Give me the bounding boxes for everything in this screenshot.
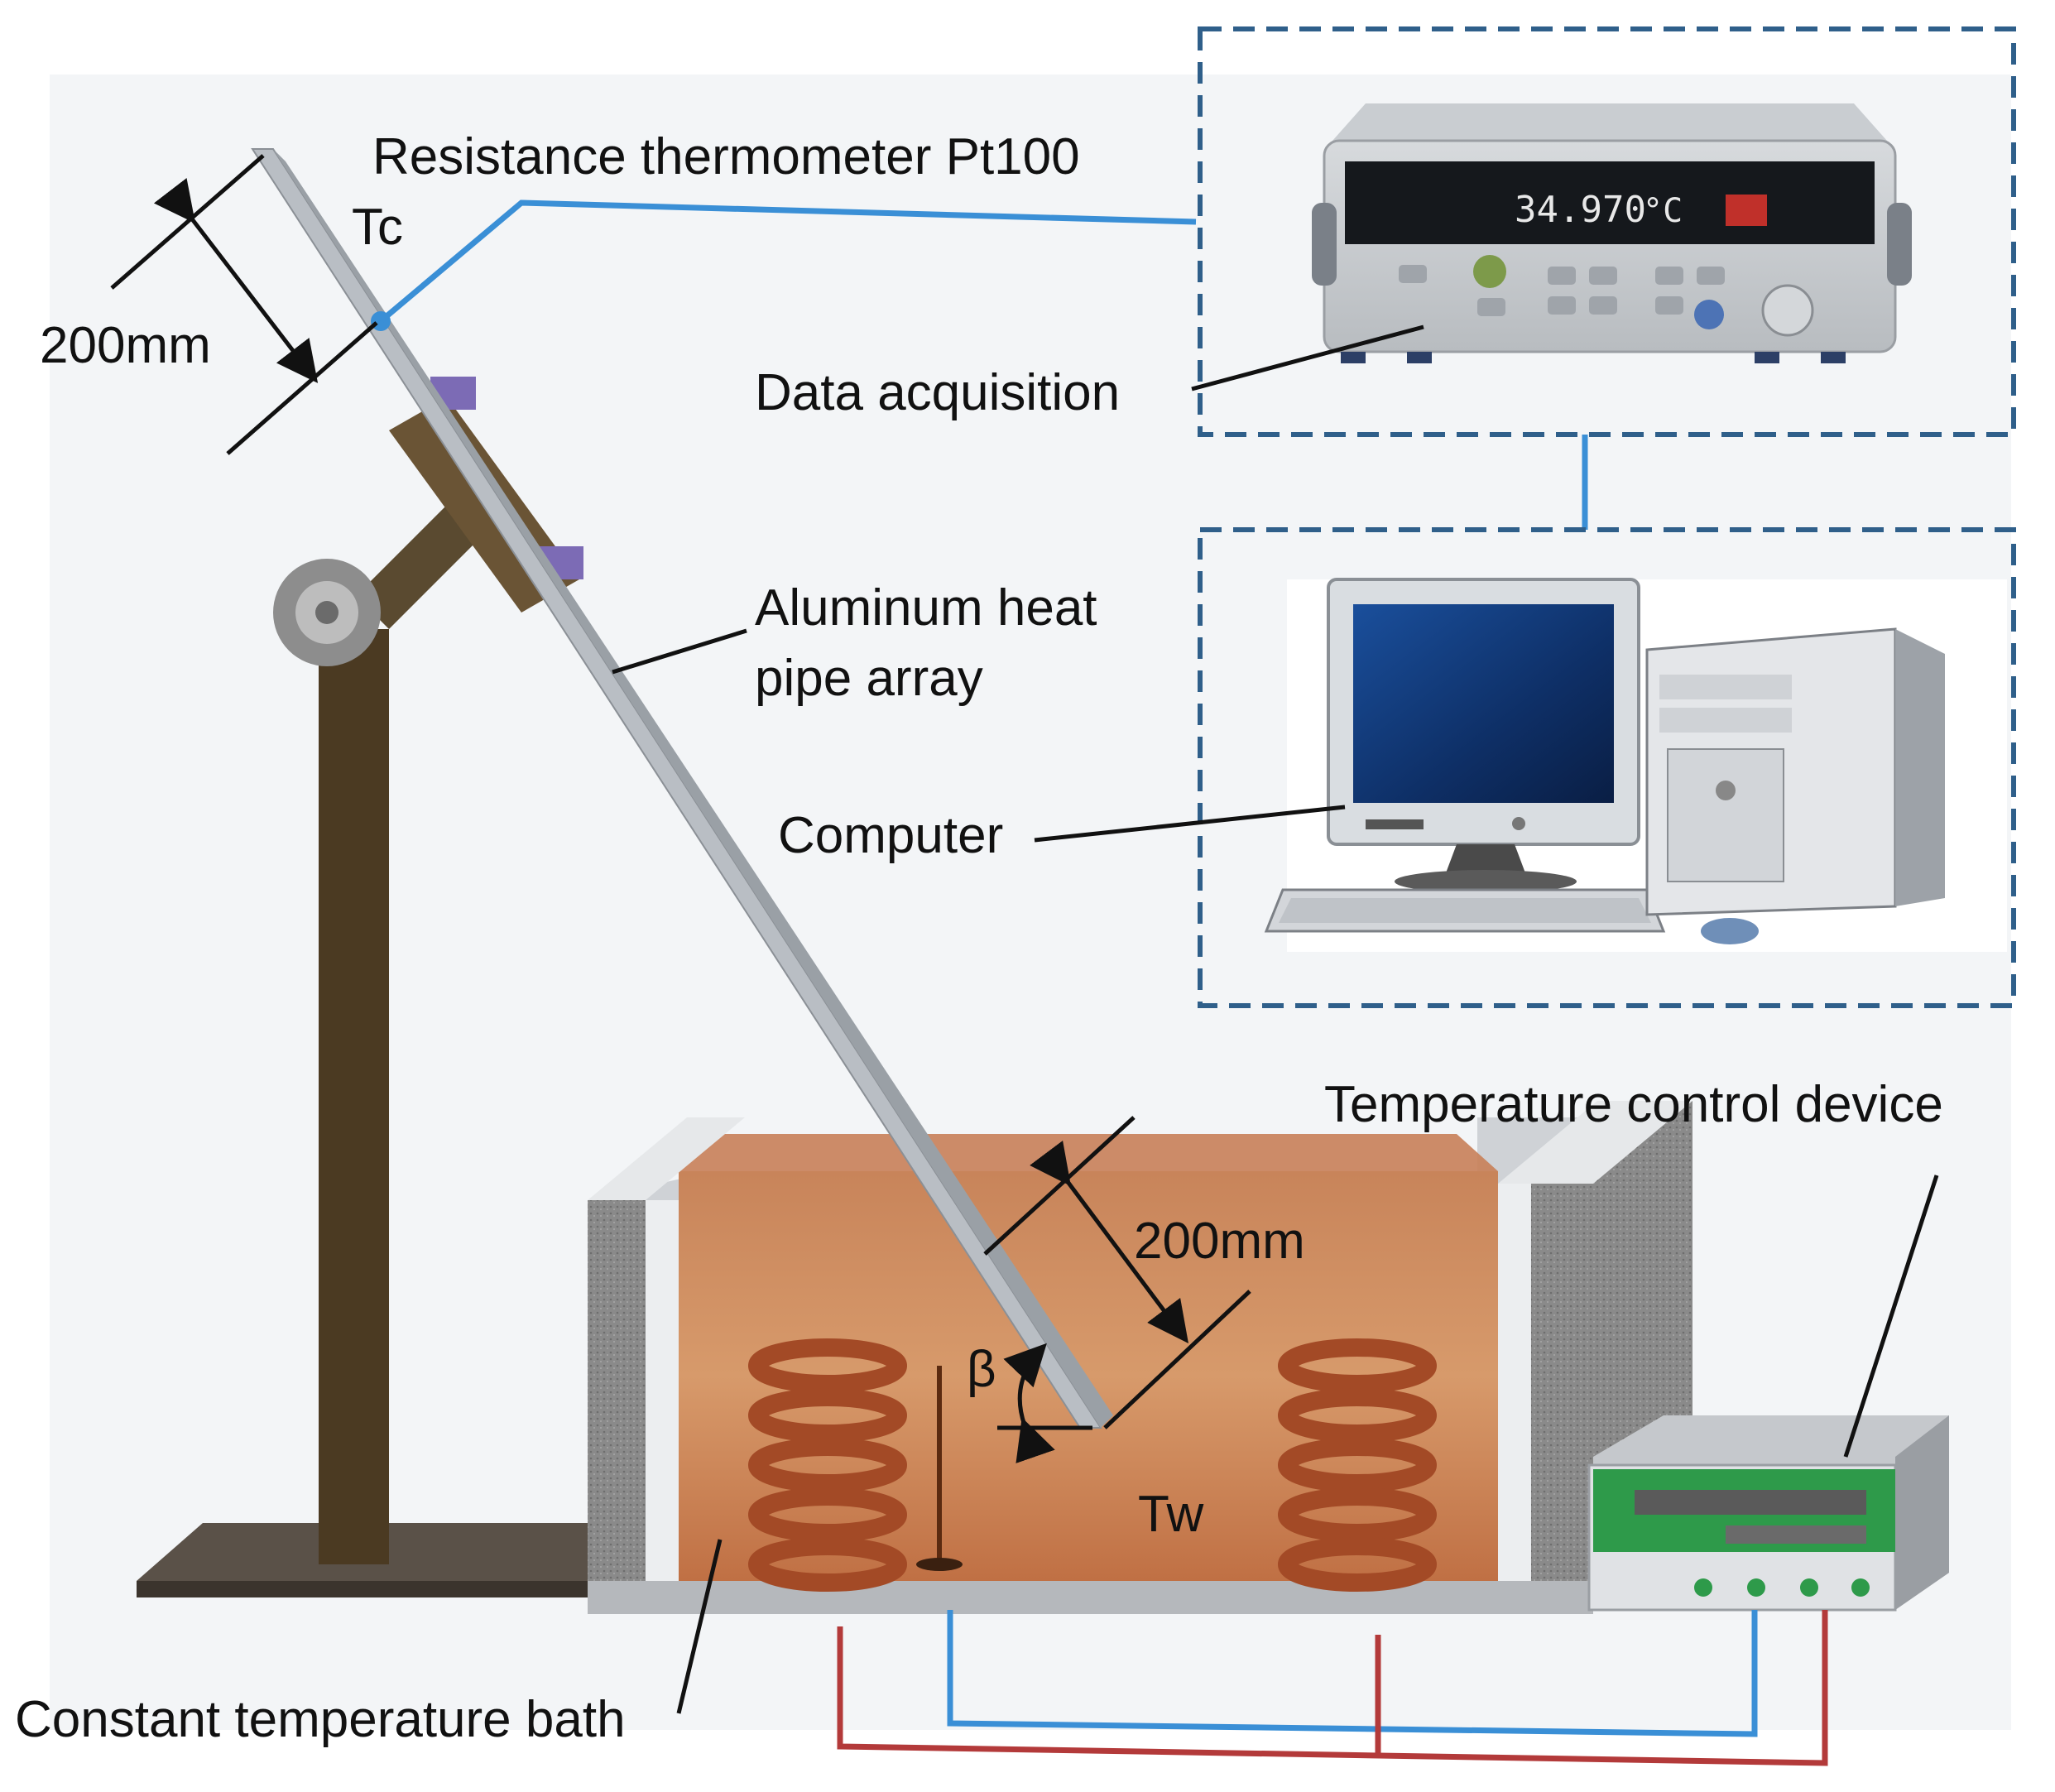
daq-display bbox=[1345, 161, 1875, 244]
daq-dashed-box bbox=[1198, 26, 2016, 437]
right-insulation bbox=[1531, 1184, 1593, 1610]
label-bath: Constant temperature bath bbox=[15, 1691, 626, 1748]
left-insulation bbox=[588, 1200, 646, 1610]
stand-post bbox=[319, 629, 389, 1564]
daq-unit: °C bbox=[1643, 192, 1683, 230]
constant-temperature-bath bbox=[588, 1101, 1692, 1614]
daq-reading: 34.970 bbox=[1515, 189, 1646, 231]
controller-leader-line bbox=[1843, 1175, 1939, 1458]
monitor-screen bbox=[1353, 604, 1614, 803]
computer-leader-line bbox=[1034, 805, 1346, 843]
label-data-acquisition: Data acquisition bbox=[755, 364, 1120, 421]
water-probe-signal-line bbox=[947, 1610, 1758, 1737]
label-length-top: 200mm bbox=[40, 317, 211, 374]
dimension-bottom bbox=[983, 1116, 1251, 1429]
daq-buttons bbox=[1399, 255, 1814, 337]
label-tw: Tw bbox=[1138, 1486, 1203, 1543]
computer-dashed-box bbox=[1198, 527, 2016, 1008]
label-computer: Computer bbox=[778, 807, 1003, 864]
left-heating-coil bbox=[748, 1338, 907, 1592]
bath-floor bbox=[588, 1581, 1593, 1614]
daq-status-led bbox=[1726, 195, 1767, 226]
bath-leader-line bbox=[676, 1539, 723, 1714]
label-heat-pipe-line1: Aluminum heat bbox=[755, 579, 1097, 637]
thermometer-signal-line bbox=[378, 199, 1197, 324]
label-tc: Tc bbox=[352, 199, 403, 256]
heat-pipe-leader-line bbox=[612, 628, 747, 675]
label-length-bottom: 200mm bbox=[1134, 1213, 1305, 1270]
controller-knobs bbox=[1694, 1578, 1870, 1597]
daq-leader-line bbox=[1191, 324, 1424, 392]
computer-illustration bbox=[1264, 578, 2007, 952]
label-heat-pipe-line2: pipe array bbox=[755, 650, 983, 707]
dimension-top bbox=[110, 154, 378, 455]
aluminum-heat-pipe bbox=[251, 148, 1113, 1429]
stand-arm bbox=[356, 505, 480, 629]
label-thermometer: Resistance thermometer Pt100 bbox=[372, 128, 1080, 185]
beta-angle-marker bbox=[997, 1343, 1092, 1463]
right-heating-coil bbox=[1278, 1338, 1437, 1592]
temperature-controller bbox=[1587, 1415, 1949, 1612]
daq-instrument: 34.970 °C bbox=[1312, 103, 1912, 363]
label-temp-control: Temperature control device bbox=[1324, 1076, 1943, 1133]
label-beta: β bbox=[967, 1341, 996, 1398]
left-heater-power-line bbox=[837, 1610, 1828, 1766]
